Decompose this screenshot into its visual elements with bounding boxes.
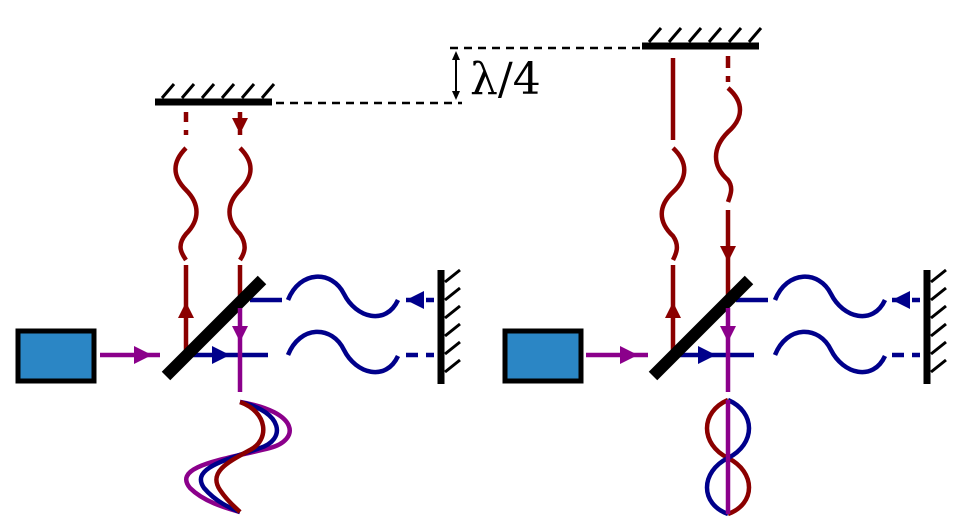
- right-top-mirror: [642, 27, 763, 50]
- right-input-arrow: [620, 346, 638, 364]
- left-top-mirror: [155, 83, 276, 106]
- left-laser-source: [15, 328, 97, 384]
- left-red-beams: [173, 112, 253, 355]
- path-difference-annotation: λ/4: [276, 46, 640, 105]
- right-laser-source: [502, 328, 584, 384]
- left-side-mirror: [437, 268, 461, 384]
- right-side-mirror: [923, 268, 947, 384]
- left-beam-splitter: [161, 275, 267, 381]
- left-blue-beams: [190, 274, 434, 375]
- right-interferometer: [502, 27, 947, 517]
- right-red-beams: [659, 56, 743, 355]
- left-output-waves: [184, 399, 292, 515]
- right-beam-splitter: [648, 275, 754, 381]
- left-interferometer: [15, 83, 461, 515]
- left-input-arrow: [134, 346, 152, 364]
- right-blue-beams: [676, 274, 920, 375]
- right-output-waves: [704, 397, 752, 517]
- path-difference-label: λ/4: [470, 54, 541, 105]
